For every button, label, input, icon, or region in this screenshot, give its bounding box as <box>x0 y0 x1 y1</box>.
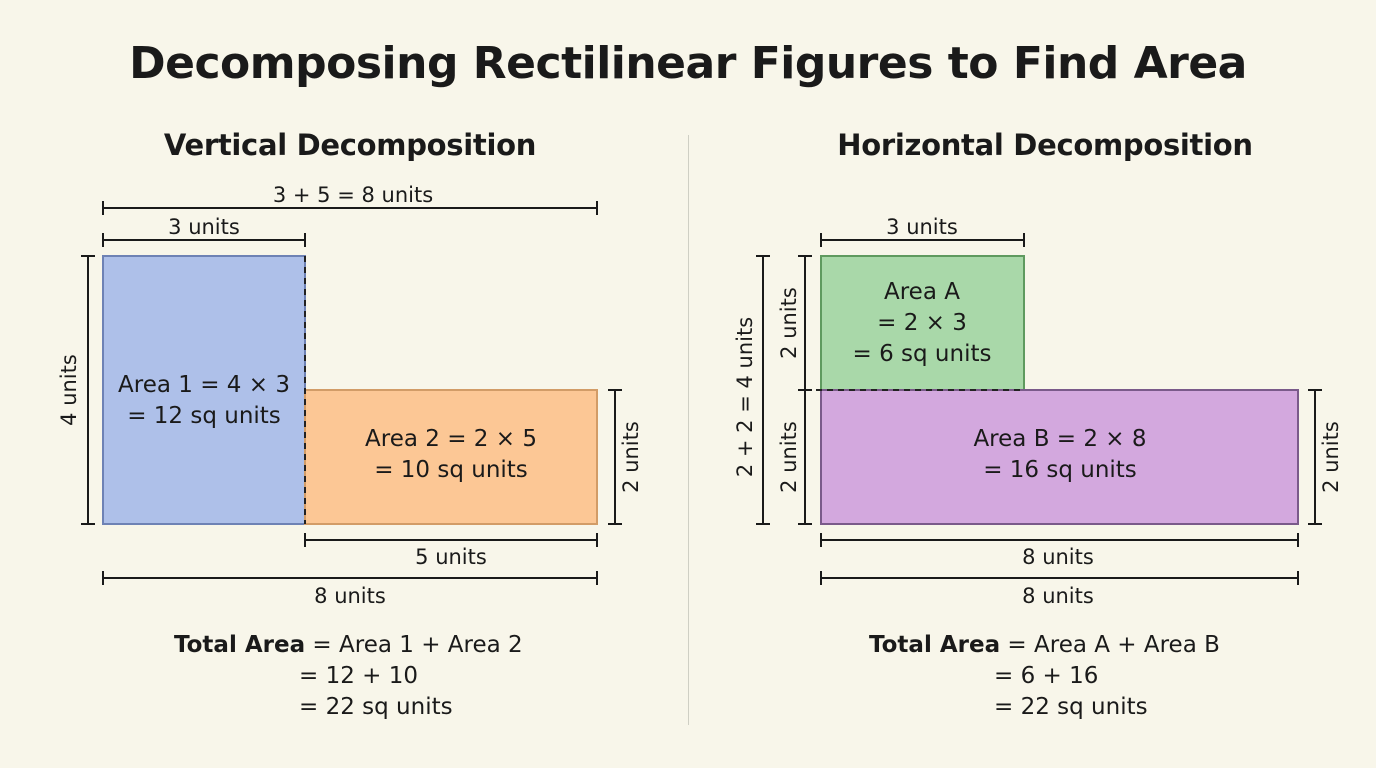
total-line-3: = 22 sq units <box>994 694 1148 720</box>
area-1-value: = 12 sq units <box>127 403 281 429</box>
dim-left-label: 4 units <box>57 354 81 426</box>
panel-divider <box>688 135 689 725</box>
dim-bottom-total-label: 8 units <box>314 584 386 608</box>
total-line-2: = 6 + 16 <box>994 663 1099 689</box>
area-b-label: Area B = 2 × 8 <box>973 426 1146 452</box>
total-line-1: = Area 1 + Area 2 <box>305 632 523 658</box>
total-area-label: Total Area <box>869 632 1001 658</box>
dim-left-upper-label: 2 units <box>777 287 801 359</box>
dim-right-label: 2 units <box>619 421 643 493</box>
area-2-value: = 10 sq units <box>374 457 528 483</box>
area-1-rect <box>102 255 306 525</box>
total-line-1: = Area A + Area B <box>1000 632 1220 658</box>
dim-left-lower-label: 2 units <box>777 421 801 493</box>
vertical-decomposition-figure <box>81 201 622 585</box>
dim-top-part-label: 3 units <box>886 215 958 239</box>
area-b-rect <box>820 389 1299 525</box>
area-a-rect <box>820 255 1025 391</box>
dim-left-total-label: 2 + 2 = 4 units <box>733 317 757 477</box>
dim-top-part-label: 3 units <box>168 215 240 239</box>
dim-bottom-2-label: 8 units <box>1022 584 1094 608</box>
left-total-formula: Total Area = Area 1 + Area 2 = 12 + 10 =… <box>174 630 523 723</box>
dim-bottom-1-label: 8 units <box>1022 545 1094 569</box>
total-line-2: = 12 + 10 <box>299 663 419 689</box>
vertical-decomposition-heading: Vertical Decomposition <box>163 128 537 162</box>
horizontal-decomposition-heading: Horizontal Decomposition <box>837 128 1253 162</box>
right-total-formula: Total Area = Area A + Area B = 6 + 16 = … <box>869 630 1220 723</box>
area-1-label: Area 1 = 4 × 3 <box>118 372 290 398</box>
area-a-formula: = 2 × 3 <box>877 310 967 336</box>
area-a-label: Area A <box>884 279 960 305</box>
page-title: Decomposing Rectilinear Figures to Find … <box>129 38 1247 89</box>
total-line-3: = 22 sq units <box>299 694 453 720</box>
area-b-value: = 16 sq units <box>983 457 1137 483</box>
area-2-rect <box>304 389 598 525</box>
total-area-label: Total Area <box>174 632 306 658</box>
area-2-label: Area 2 = 2 × 5 <box>365 426 537 452</box>
dim-right-label: 2 units <box>1319 421 1343 493</box>
dim-top-total-label: 3 + 5 = 8 units <box>273 183 433 207</box>
horizontal-decomposition-figure <box>756 233 1322 585</box>
dim-bottom-part-label: 5 units <box>415 545 487 569</box>
area-a-value: = 6 sq units <box>853 341 992 367</box>
